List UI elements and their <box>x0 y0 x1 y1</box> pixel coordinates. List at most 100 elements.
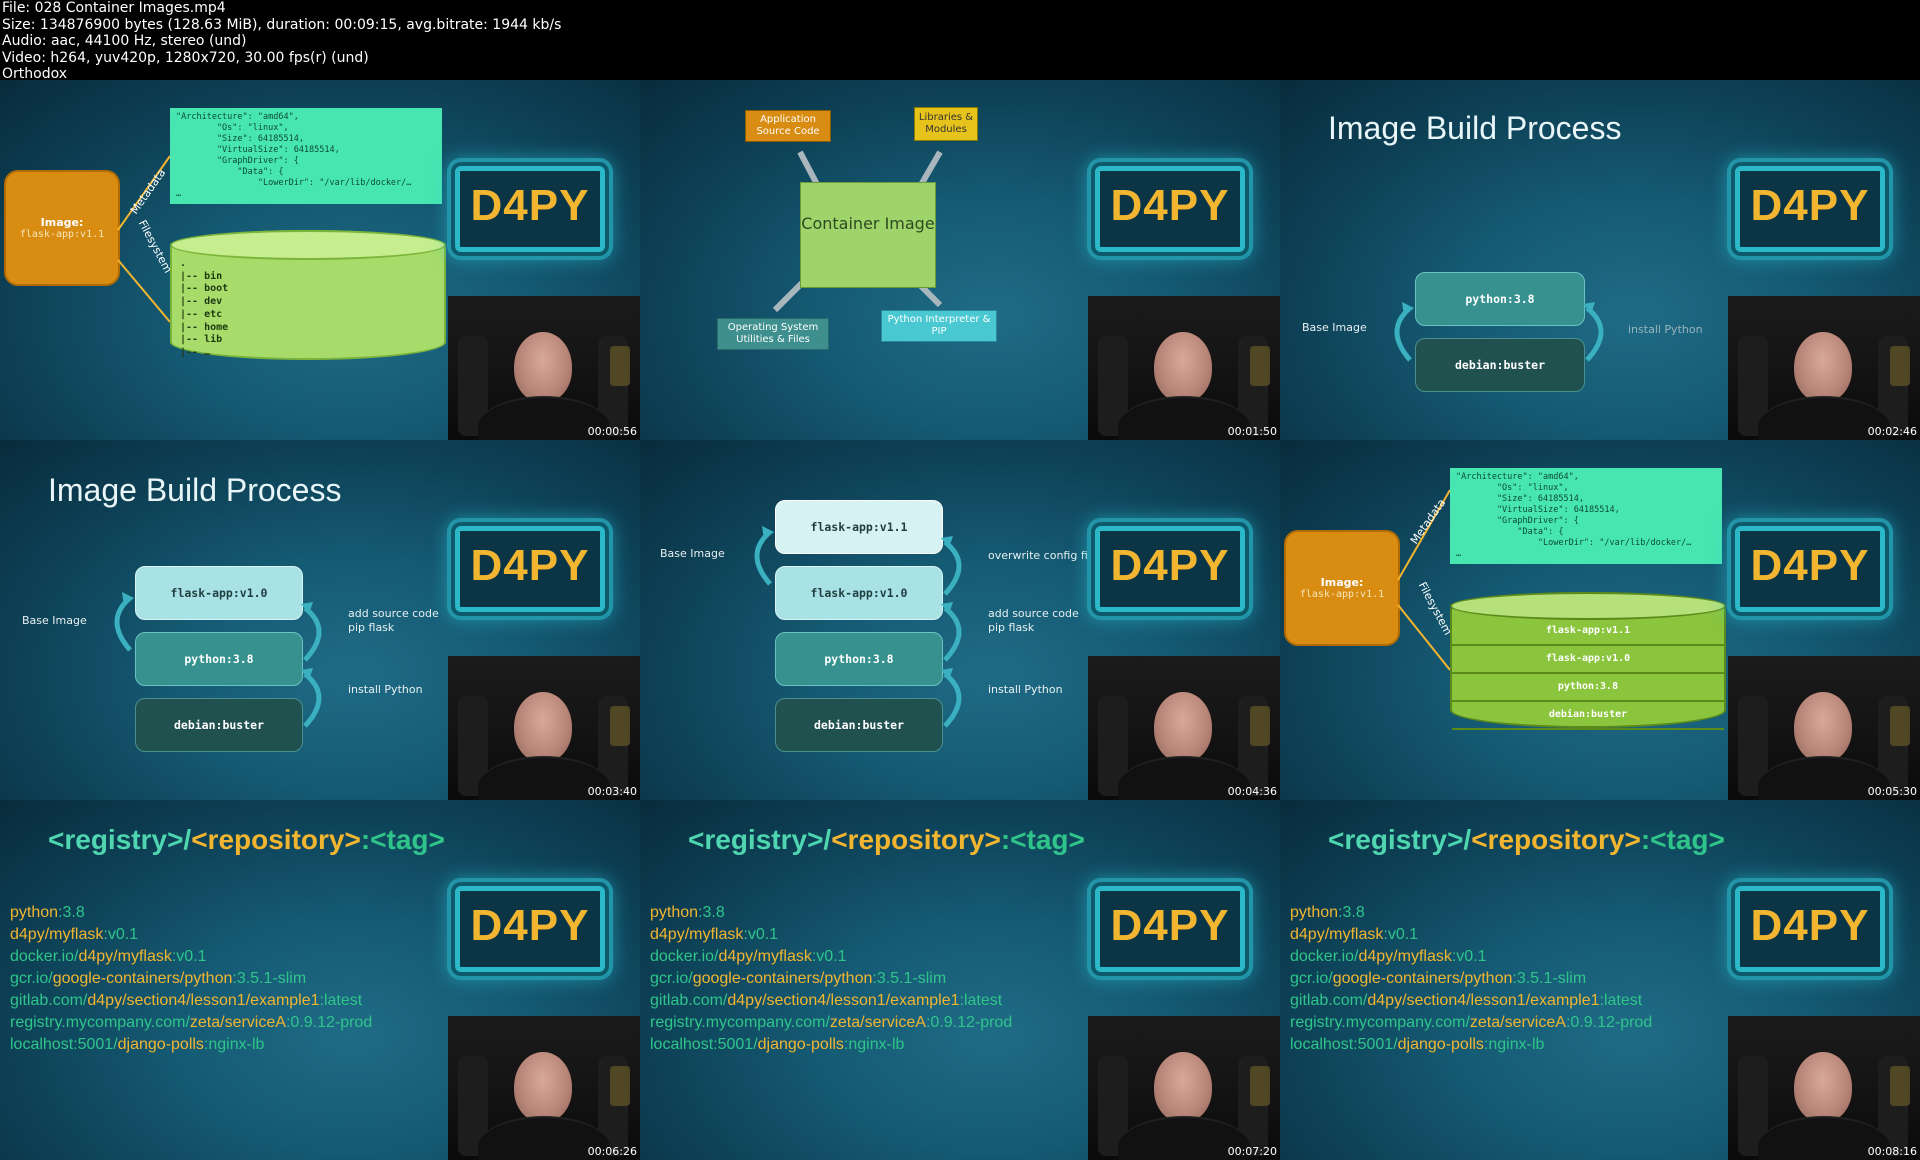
logo-text: D4PY <box>1750 181 1870 230</box>
python-layer: python:3.8 <box>1415 272 1585 326</box>
presenter-face <box>514 692 572 762</box>
json-line: … <box>1456 549 1462 559</box>
install-python-label: install Python <box>988 683 1063 696</box>
d4py-logo: D4PY <box>1735 526 1885 612</box>
size-line: Size: 134876900 bytes (128.63 MiB), dura… <box>2 16 562 33</box>
libraries-box: Libraries & Modules <box>914 107 978 141</box>
registry-example-row: localhost:5001/django-polls:nginx-lb <box>1290 1034 1652 1056</box>
timestamp: 00:01:50 <box>1227 425 1277 438</box>
image-tag: :v0.1 <box>1451 948 1487 965</box>
overwrite-arc <box>941 536 962 596</box>
registry-example-row: gitlab.com/d4py/section4/lesson1/example… <box>10 990 372 1012</box>
registry-example-row: d4py/myflask:v0.1 <box>10 924 372 946</box>
timestamp: 00:05:30 <box>1867 785 1917 798</box>
json-line: "Data": { <box>176 167 284 177</box>
thumbnail-7: <registry>/<repository>:<tag> python:3.8… <box>0 800 640 1160</box>
image-tag: :3.5.1-slim <box>1512 970 1587 987</box>
add-source-label: add source code <box>988 607 1079 620</box>
json-line: "Size": 64185514, <box>176 134 304 144</box>
fs-entry: . <box>180 258 187 269</box>
presenter-video <box>1088 656 1280 800</box>
fs-entry: |-- boot <box>180 283 229 295</box>
repository-name: python <box>10 904 59 921</box>
image-tag: :nginx-lb <box>1483 1036 1545 1053</box>
add-arc <box>301 602 322 662</box>
json-line: "LowerDir": "/var/lib/docker/… <box>1456 538 1692 548</box>
debian-layer: debian:buster <box>775 698 943 752</box>
registry-example-row: registry.mycompany.com/zeta/serviceA:0.9… <box>10 1012 372 1034</box>
registry-host: gitlab.com/ <box>1290 992 1368 1009</box>
filesystem-layer: python:3.8 <box>1452 674 1724 702</box>
json-line: "VirtualSize": 64185514, <box>176 145 340 155</box>
image-tag: flask-app:v1.1 <box>19 229 105 240</box>
d4py-logo: D4PY <box>455 886 605 972</box>
json-line: "GraphDriver": { <box>1456 516 1579 526</box>
timestamp: 00:04:36 <box>1227 785 1277 798</box>
json-line: "Architecture": "amd64", <box>176 112 299 122</box>
registry-example-row: localhost:5001/django-polls:nginx-lb <box>10 1034 372 1056</box>
registry-example-row: gitlab.com/d4py/section4/lesson1/example… <box>1290 990 1652 1012</box>
logo-text: D4PY <box>470 901 590 950</box>
image-tag: :latest <box>959 992 1003 1009</box>
json-line: "Os": "linux", <box>1456 483 1569 493</box>
registry-title: <registry>/<repository>:<tag> <box>1328 824 1725 856</box>
image-tag: :nginx-lb <box>843 1036 905 1053</box>
image-tag: :3.5.1-slim <box>872 970 947 987</box>
base-arc <box>754 526 774 586</box>
logo-text: D4PY <box>1110 181 1230 230</box>
overwrite-label: overwrite config files <box>988 549 1104 562</box>
image-tag: :0.9.12-prod <box>925 1014 1013 1031</box>
image-tag: :0.9.12-prod <box>1565 1014 1653 1031</box>
video-line: Video: h264, yuv420p, 1280x720, 30.00 fp… <box>2 49 369 66</box>
json-line: "Os": "linux", <box>176 123 289 133</box>
registry-host: localhost:5001/ <box>650 1036 758 1053</box>
image-tag: :v0.1 <box>743 926 779 943</box>
title-repository: <repository> <box>1471 824 1641 855</box>
container-image-box: Container Image <box>800 182 936 288</box>
timestamp: 00:06:26 <box>587 1145 637 1158</box>
title-registry: <registry> <box>1328 824 1464 855</box>
slide-title: Image Build Process <box>48 472 342 508</box>
repository-name: zeta/serviceA <box>1469 1014 1566 1031</box>
file-info-header: File: 028 Container Images.mp4 Size: 134… <box>0 0 1920 82</box>
d4py-logo: D4PY <box>1095 166 1245 252</box>
filesystem-layer: debian:buster <box>1452 702 1724 730</box>
json-line: "Size": 64185514, <box>1456 494 1584 504</box>
title-repository: <repository> <box>831 824 1001 855</box>
d4py-logo: D4PY <box>1095 526 1245 612</box>
registry-example-row: d4py/myflask:v0.1 <box>1290 924 1652 946</box>
thumbnail-2: Application Source Code Libraries & Modu… <box>640 80 1280 440</box>
image-box: Image: flask-app:v1.1 <box>4 170 120 286</box>
python-layer: python:3.8 <box>135 632 303 686</box>
filesystem-layer: flask-app:v1.1 <box>1452 618 1724 646</box>
repository-name: google-containers/python <box>52 970 233 987</box>
d4py-logo: D4PY <box>455 166 605 252</box>
os-box: Operating System Utilities & Files <box>717 318 829 350</box>
timestamp: 00:00:56 <box>587 425 637 438</box>
base-arc <box>1394 302 1414 362</box>
image-tag: flask-app:v1.1 <box>1299 589 1385 600</box>
python-layer: python:3.8 <box>775 632 943 686</box>
d4py-logo: D4PY <box>1095 886 1245 972</box>
file-line: File: 028 Container Images.mp4 <box>2 0 226 16</box>
registry-host: gitlab.com/ <box>10 992 88 1009</box>
fs-entry: |-- dev <box>180 296 223 308</box>
thumbnail-1: Image: flask-app:v1.1 Metadata Filesyste… <box>0 80 640 440</box>
cylinder-top <box>1450 592 1726 620</box>
presenter-video <box>1728 1016 1920 1160</box>
cylinder-top <box>170 230 446 260</box>
repository-name: python <box>1290 904 1339 921</box>
logo-text: D4PY <box>1110 541 1230 590</box>
json-line: "Data": { <box>1456 527 1564 537</box>
base-arc <box>114 592 134 652</box>
image-box: Image: flask-app:v1.1 <box>1284 530 1400 646</box>
image-tag: :3.8 <box>58 904 85 921</box>
registry-host: gcr.io/ <box>1290 970 1333 987</box>
presenter-video <box>448 656 640 800</box>
repository-name: d4py/myflask <box>1358 948 1452 965</box>
install-arc <box>941 668 962 728</box>
image-tag: :v0.1 <box>103 926 139 943</box>
